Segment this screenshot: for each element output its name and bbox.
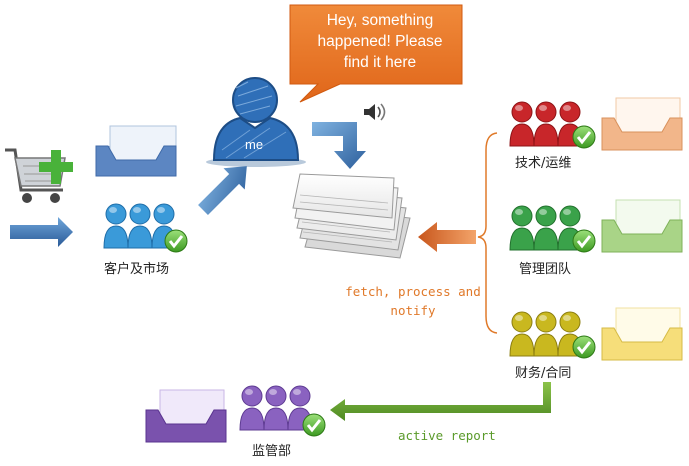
people-group-icon [509,101,583,147]
me-label: me [245,137,264,152]
fetch-process-notify-label: fetch, process and notify [345,284,481,318]
speech-bubble [289,4,463,103]
speaker-icon [364,103,386,121]
people-group-icon [103,203,177,249]
inbox-tray-icon [145,389,227,443]
management-label: 管理团队 [519,262,572,277]
check-badge-icon [572,335,596,359]
group-bracket [477,132,498,334]
check-badge-icon [164,229,188,253]
speech-bubble-text: Hey, something happened! Please find it … [317,12,443,71]
people-group-icon [509,205,583,251]
inbox-tray-icon [601,307,683,361]
people-group-icon [239,385,313,431]
active-report-arrow [330,382,551,421]
document-stack-icon [292,173,411,259]
active-report-label: active report [398,428,496,443]
regulator-label: 监管部 [252,444,292,459]
finance-label: 财务/合同 [515,366,572,381]
customer-label: 客户及市场 [104,262,170,277]
shopping-cart-icon [5,148,73,203]
check-badge-icon [572,229,596,253]
inbox-tray-icon [95,125,177,177]
check-badge-icon [302,413,326,437]
people-group-icon [509,311,583,357]
input-arrow [10,217,73,247]
fetch-arrow [418,222,476,252]
tech-label: 技术/运维 [515,156,572,171]
inbox-tray-icon [601,97,683,151]
me-to-documents-arrow [312,122,366,169]
check-badge-icon [572,125,596,149]
user-icon [206,77,306,167]
inbox-tray-icon [601,199,683,253]
customer-to-me-arrow [198,166,247,215]
